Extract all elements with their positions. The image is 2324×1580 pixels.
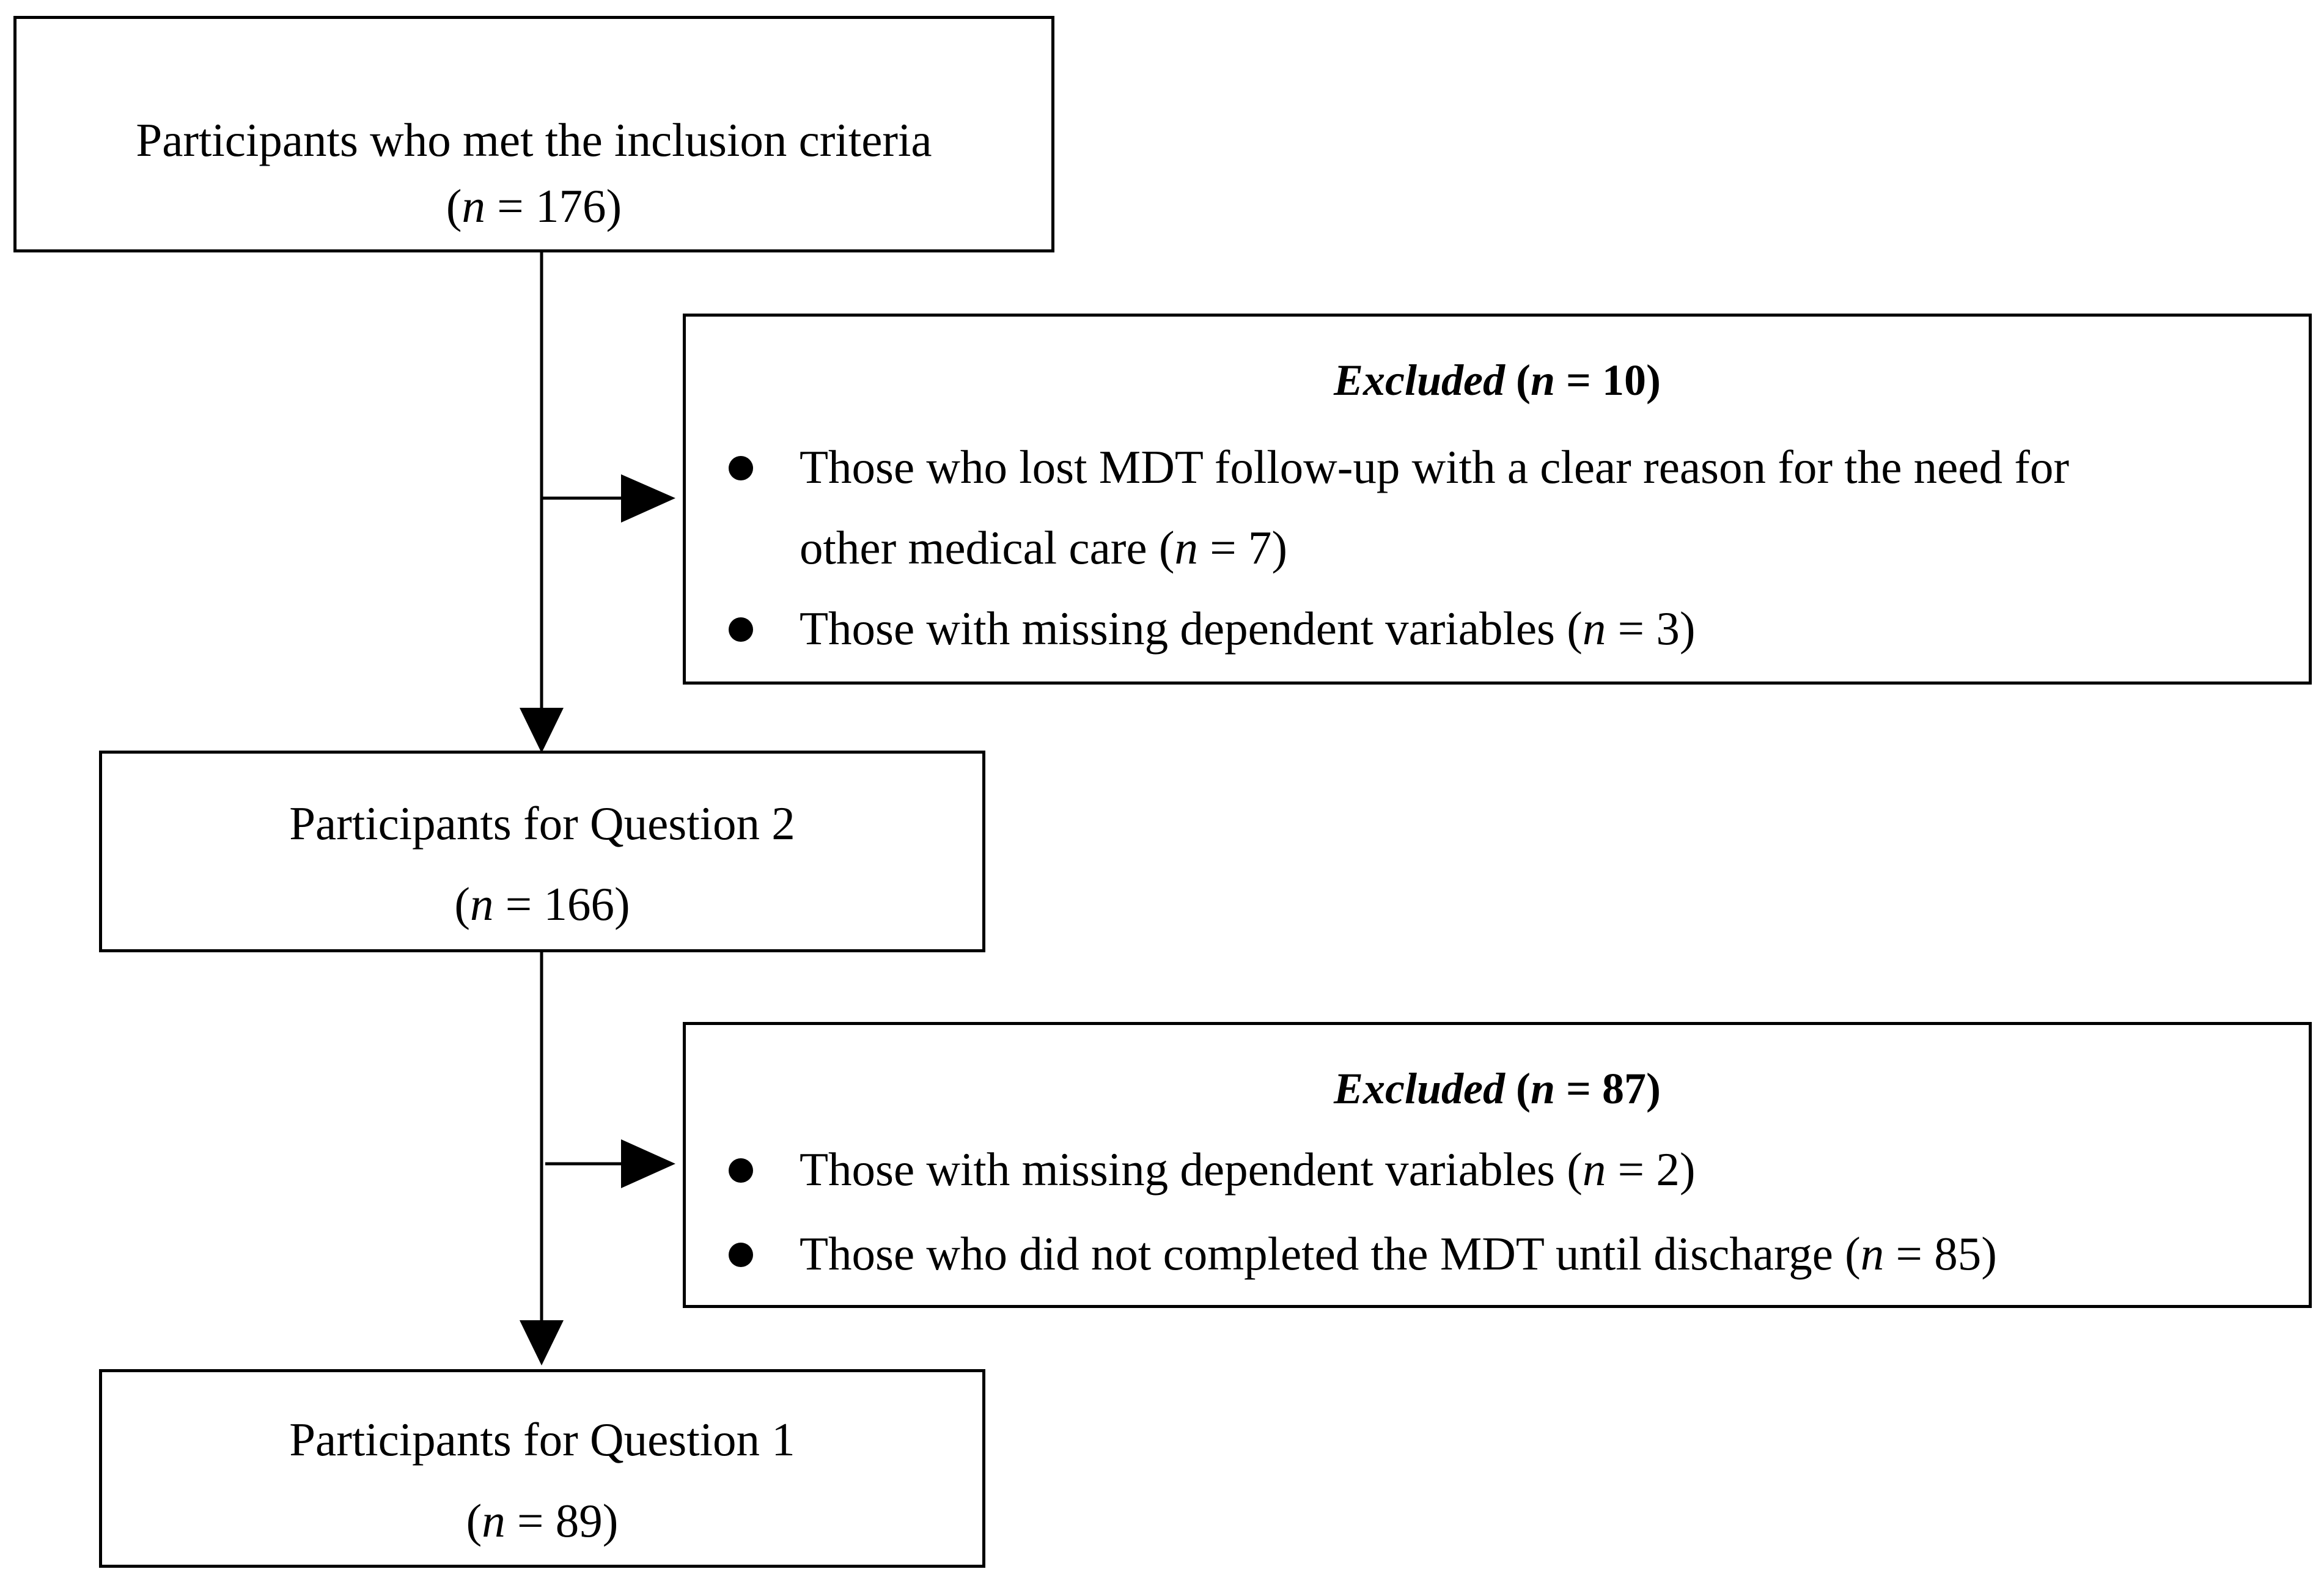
inclusion-criteria-label: Participants who met the inclusion crite… [136, 114, 932, 166]
item-var: n [1582, 602, 1606, 655]
exclusion-2-item-1: Those with missing dependent variables (… [800, 1146, 1696, 1193]
item-value: = 3) [1606, 602, 1696, 655]
title-var: n [1530, 356, 1555, 405]
excluded-word: Excluded [1333, 356, 1505, 405]
count-value: = 176) [485, 180, 622, 232]
excluded-word: Excluded [1333, 1064, 1505, 1113]
title-open: ( [1504, 1064, 1531, 1113]
count-value: = 166) [493, 878, 630, 930]
title-value: = 10) [1555, 356, 1661, 405]
exclusion-2-title: Excluded (n = 87) [686, 1067, 2309, 1111]
box-question-1: Participants for Question 1 (n = 89) [99, 1369, 985, 1568]
count-open: ( [466, 1494, 482, 1547]
exclusion-1-title: Excluded (n = 10) [686, 358, 2309, 402]
box-exclusion-1: Excluded (n = 10) Those who lost MDT fol… [683, 314, 2312, 685]
box-exclusion-2: Excluded (n = 87) Those with missing dep… [683, 1022, 2312, 1308]
title-var: n [1530, 1064, 1555, 1113]
question-2-label: Participants for Question 2 [289, 797, 795, 850]
item-var: n [1582, 1143, 1606, 1196]
exclusion-1-item-2: Those with missing dependent variables (… [800, 605, 1696, 652]
exclusion-1-item-1-line-2: other medical care (n = 7) [800, 524, 1287, 571]
count-open: ( [454, 878, 471, 930]
arrowhead-right-exclusion-1 [621, 474, 675, 523]
count-var: n [461, 180, 486, 232]
item-text: other medical care ( [800, 521, 1175, 574]
count-var: n [470, 878, 494, 930]
title-open: ( [1504, 356, 1531, 405]
inclusion-criteria-count: (n = 176) [17, 183, 1051, 230]
item-value: = 2) [1606, 1143, 1696, 1196]
question-2-count: (n = 166) [102, 881, 982, 928]
bullet-icon [729, 456, 753, 480]
item-var: n [1174, 521, 1198, 574]
count-open: ( [446, 180, 462, 232]
box-inclusion-criteria: Participants who met the inclusion crite… [13, 16, 1054, 252]
arrowhead-right-exclusion-2 [621, 1139, 675, 1188]
bullet-icon [729, 617, 753, 642]
item-value: = 7) [1197, 521, 1288, 574]
question-1-count: (n = 89) [102, 1497, 982, 1545]
item-text: Those who did not completed the MDT unti… [800, 1227, 1861, 1280]
bullet-icon [729, 1243, 753, 1267]
item-text: Those with missing dependent variables ( [800, 602, 1583, 655]
title-value: = 87) [1555, 1064, 1661, 1113]
arrowhead-down-q2 [520, 708, 564, 753]
exclusion-1-item-1-line-1: Those who lost MDT follow-up with a clea… [800, 441, 2070, 493]
box-question-2: Participants for Question 2 (n = 166) [99, 751, 985, 952]
bullet-icon [729, 1158, 753, 1183]
item-value: = 85) [1884, 1227, 1997, 1280]
count-var: n [482, 1494, 506, 1547]
exclusion-2-item-2: Those who did not completed the MDT unti… [800, 1230, 1997, 1277]
question-1-label: Participants for Question 1 [289, 1413, 795, 1466]
count-value: = 89) [505, 1494, 619, 1547]
item-var: n [1860, 1227, 1885, 1280]
arrowhead-down-q1 [520, 1320, 564, 1365]
item-text: Those with missing dependent variables ( [800, 1143, 1583, 1196]
